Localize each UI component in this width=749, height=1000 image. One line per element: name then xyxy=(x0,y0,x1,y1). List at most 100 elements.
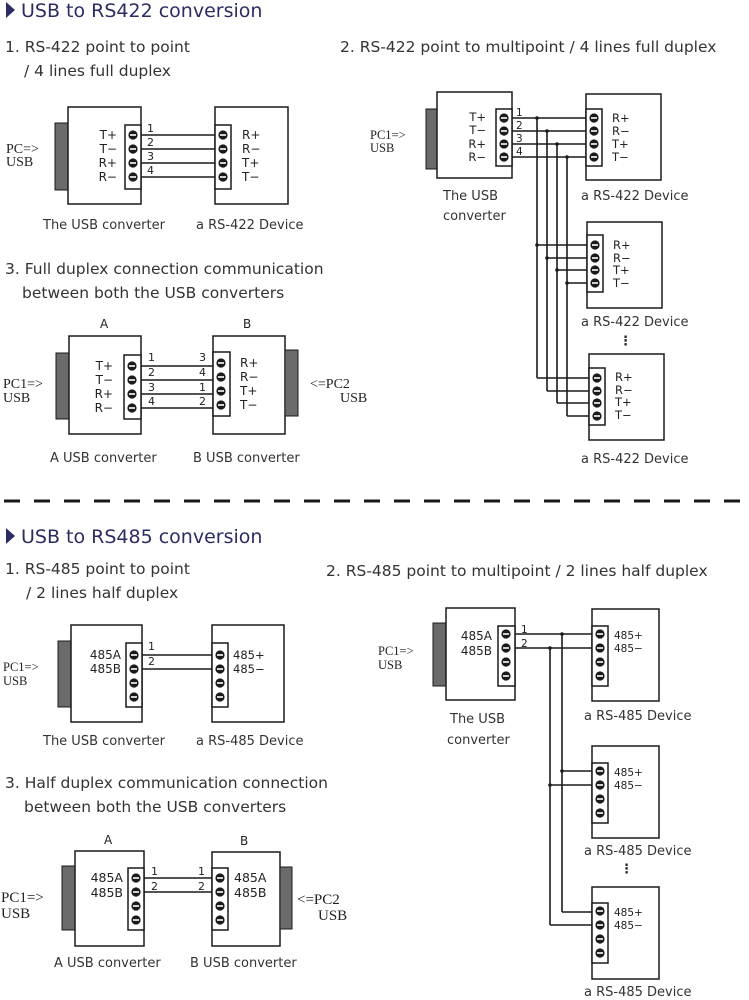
terminal-block xyxy=(123,354,142,420)
terminal-block xyxy=(214,124,232,190)
pc1-label: PC1=> xyxy=(1,890,44,906)
pin-label: 485A xyxy=(461,629,493,643)
pin-label: R− xyxy=(613,251,631,265)
usb-plug xyxy=(284,349,299,417)
rs485-d1-heading-1: 1. RS-485 point to point xyxy=(5,560,190,578)
wire-number: 1 xyxy=(521,624,528,636)
pin-label: 485B xyxy=(91,885,123,900)
triangle-bullet-icon xyxy=(6,528,15,544)
terminal-block xyxy=(125,642,143,708)
converter-caption: The USB converter xyxy=(42,218,166,233)
wire-number: 1 xyxy=(516,107,523,119)
wire-number: 3 xyxy=(147,150,154,163)
rs485-point-to-point-diagram: PC1=> USB 485A 485B 485+ 485− 1 2 The US… xyxy=(3,624,303,749)
pc2-label: <=PC2 xyxy=(310,377,350,392)
rs422-d1-heading-1: 1. RS-422 point to point xyxy=(5,38,190,56)
pin-label: T− xyxy=(239,398,257,412)
pin-label: 485+ xyxy=(614,630,643,642)
converter-caption: The USB xyxy=(442,189,498,204)
pin-label: T+ xyxy=(614,395,632,409)
pin-label: T− xyxy=(99,142,117,156)
terminal-block xyxy=(591,625,609,687)
pin-label: T− xyxy=(468,123,486,137)
pin-label: T− xyxy=(614,408,632,422)
usb-plug xyxy=(54,122,69,191)
pin-label: T+ xyxy=(95,359,113,373)
label-b: B xyxy=(243,317,251,331)
junction-dot xyxy=(565,281,569,285)
wire-number: 2 xyxy=(148,655,155,668)
pc1-label: PC1=> xyxy=(3,377,43,392)
rs422-title-text: USB to RS422 conversion xyxy=(21,0,263,22)
usb-label: USB xyxy=(370,141,394,155)
usb-label: USB xyxy=(318,908,347,924)
terminal-block xyxy=(124,124,142,190)
usb-plug xyxy=(57,640,72,708)
rs422-d3-heading-2: between both the USB converters xyxy=(22,284,285,302)
device-caption: a RS-485 Device xyxy=(584,844,691,859)
junction-dot xyxy=(545,256,549,260)
usb-plug xyxy=(432,622,447,687)
usb-plug xyxy=(55,352,70,420)
pin-label: R− xyxy=(612,124,630,138)
junction-dot xyxy=(560,769,564,773)
rs485-d2-heading: 2. RS-485 point to multipoint / 2 lines … xyxy=(326,562,708,580)
wire-number: 4 xyxy=(147,164,154,177)
wire-number: 1 xyxy=(151,865,158,878)
triangle-bullet-icon xyxy=(6,2,15,18)
pc-label: PC1=> xyxy=(370,128,406,142)
pin-label: T+ xyxy=(239,384,257,398)
pin-label: R+ xyxy=(615,370,633,384)
rs485-converter-to-converter-diagram: A B PC1=> USB <=PC2 USB 485A 485B 485A 4… xyxy=(1,833,347,971)
pin-label: 485− xyxy=(614,920,643,932)
wire-number: 1 xyxy=(198,865,205,878)
pc2-label: <=PC2 xyxy=(297,892,340,908)
rs485-d1-heading-2: / 2 lines half duplex xyxy=(26,584,179,602)
rs485-title-text: USB to RS485 conversion xyxy=(21,526,263,548)
pin-label: R− xyxy=(95,401,113,415)
terminal-block xyxy=(127,867,145,931)
usb-plug xyxy=(61,865,76,931)
wire-number: 4 xyxy=(516,146,523,158)
junction-dot xyxy=(535,243,539,247)
pin-label: T+ xyxy=(611,137,629,151)
label-b: B xyxy=(240,834,248,848)
wire-number: 4 xyxy=(148,395,155,408)
rs422-d1-heading-2: / 4 lines full duplex xyxy=(24,62,171,80)
pin-label: 485B xyxy=(234,885,266,900)
ellipsis: ⋮ xyxy=(620,862,633,877)
pin-label: T+ xyxy=(612,263,630,277)
wire-number: 2 xyxy=(521,638,528,650)
pc-label: PC1=> xyxy=(3,660,39,674)
wire-number: 2 xyxy=(147,136,154,149)
converter-caption: converter xyxy=(447,733,510,748)
terminal-block xyxy=(588,367,606,426)
terminal-block xyxy=(591,762,609,824)
rs485-section-title: USB to RS485 conversion xyxy=(6,526,262,548)
pin-label: R+ xyxy=(240,356,258,370)
usb-plug xyxy=(425,108,439,170)
pin-label: 485− xyxy=(614,780,643,792)
pin-label: 485− xyxy=(233,662,265,676)
rs422-d3-heading-1: 3. Full duplex connection communication xyxy=(5,260,324,278)
pc-label: PC1=> xyxy=(378,644,414,658)
junction-dot xyxy=(548,783,552,787)
wire-number: 2 xyxy=(199,395,206,408)
converter-caption: The USB xyxy=(449,712,505,727)
junction-dot xyxy=(555,268,559,272)
ellipsis: ⋮ xyxy=(619,334,632,349)
device-caption: a RS-422 Device xyxy=(581,452,688,467)
usb-label: USB xyxy=(378,658,402,672)
pin-label: R− xyxy=(468,150,486,164)
pin-label: T+ xyxy=(468,110,486,124)
b-caption: B USB converter xyxy=(193,451,300,466)
usb-label: USB xyxy=(340,391,367,406)
terminal-block xyxy=(586,234,604,293)
terminal-block xyxy=(495,108,513,167)
usb-label: USB xyxy=(1,906,30,922)
pin-label: R+ xyxy=(612,111,630,125)
rs422-d2-heading: 2. RS-422 point to multipoint / 4 lines … xyxy=(340,38,717,56)
terminal-block xyxy=(497,625,516,687)
wire-number: 1 xyxy=(199,381,206,394)
wire-number: 1 xyxy=(148,640,155,653)
